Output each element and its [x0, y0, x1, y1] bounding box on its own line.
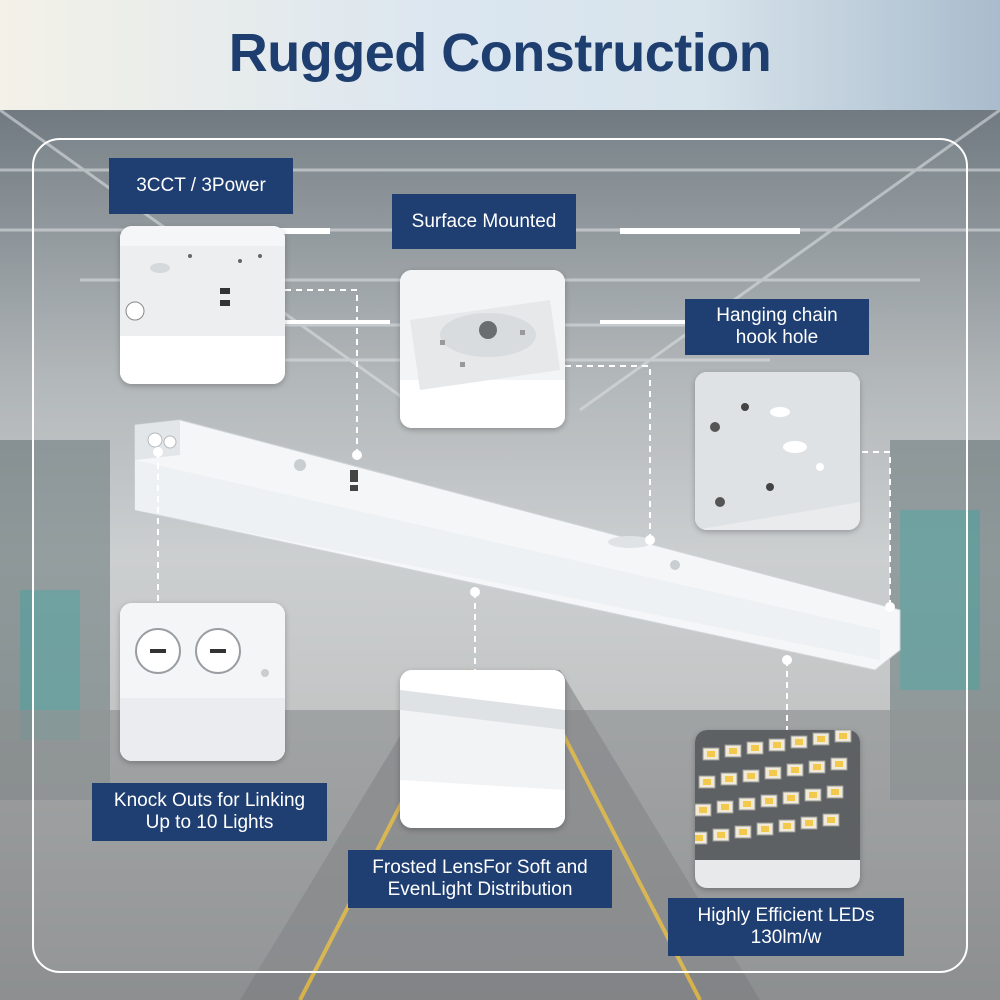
led-chip-phosphor [839, 733, 847, 739]
led-chip-phosphor [703, 779, 711, 785]
top-banner [0, 0, 1000, 125]
detail-card-surface-mount [400, 270, 565, 428]
cct-switch-image [120, 226, 285, 384]
led-chip-phosphor [835, 761, 843, 767]
label-frosted-lens: Frosted LensFor Soft and EvenLight Distr… [348, 850, 612, 908]
led-chip-phosphor [761, 826, 769, 832]
led-chips-image [695, 730, 860, 888]
led-chip-phosphor [707, 751, 715, 757]
led-chip-phosphor [827, 817, 835, 823]
led-chip-phosphor [747, 773, 755, 779]
label-cct-power: 3CCT / 3Power [109, 158, 293, 214]
detail-card-frosted-lens [400, 670, 565, 828]
led-chip-phosphor [721, 804, 729, 810]
label-efficient-leds: Highly Efficient LEDs 130lm/w [668, 898, 904, 956]
led-chip-phosphor [769, 770, 777, 776]
led-chip-phosphor [813, 764, 821, 770]
knock-outs-image [120, 603, 285, 761]
led-chip-phosphor [809, 792, 817, 798]
frosted-lens-image [400, 670, 565, 828]
detail-card-knock-outs [120, 603, 285, 761]
page-title: Rugged Construction [228, 23, 772, 83]
led-chip-phosphor [717, 832, 725, 838]
led-chip-phosphor [743, 801, 751, 807]
led-chip-phosphor [725, 776, 733, 782]
label-surface-mounted: Surface Mounted [392, 194, 576, 249]
led-chip-phosphor [699, 807, 707, 813]
label-hanging-chain: Hanging chain hook hole [685, 299, 869, 355]
led-chip-phosphor [831, 789, 839, 795]
led-chip-phosphor [805, 820, 813, 826]
led-chip-phosphor [795, 739, 803, 745]
led-chip-phosphor [695, 835, 703, 841]
led-chip-phosphor [739, 829, 747, 835]
detail-card-chain-hook [695, 372, 860, 530]
led-chip-phosphor [791, 767, 799, 773]
label-knock-outs: Knock Outs for Linking Up to 10 Lights [92, 783, 327, 841]
led-chip-phosphor [773, 742, 781, 748]
led-chip-phosphor [817, 736, 825, 742]
surface-mount-image [400, 270, 565, 428]
led-chip-phosphor [751, 745, 759, 751]
led-chip-phosphor [729, 748, 737, 754]
led-chip-phosphor [765, 798, 773, 804]
chain-hook-image [695, 372, 860, 530]
detail-card-cct-switch [120, 226, 285, 384]
led-chip-phosphor [783, 823, 791, 829]
led-chip-phosphor [787, 795, 795, 801]
detail-card-led-chips [695, 730, 860, 888]
